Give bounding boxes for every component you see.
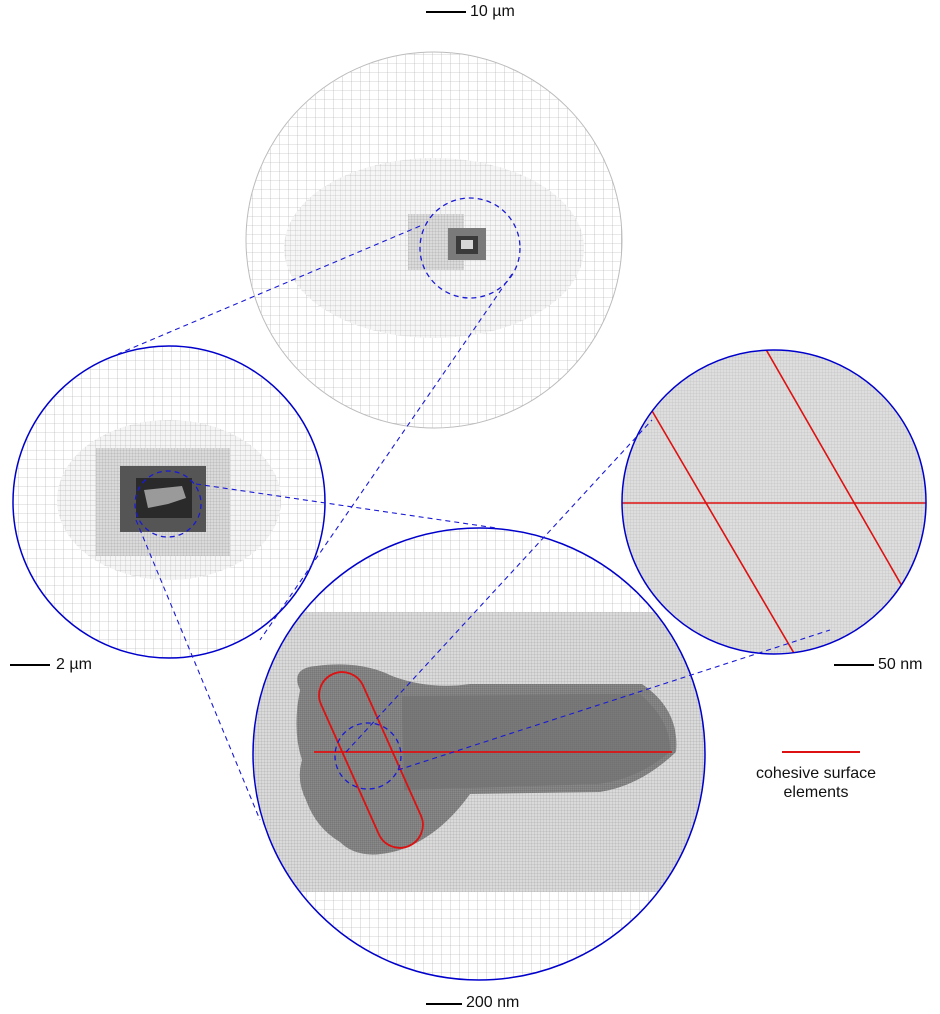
left-mesh-view xyxy=(13,346,325,658)
top-mesh-view xyxy=(246,52,622,428)
zoom-connectors xyxy=(117,225,831,821)
scale-label-top: 10 µm xyxy=(470,3,515,20)
top-circle-border xyxy=(245,51,623,429)
legend-label-line1: cohesive surface xyxy=(755,765,877,782)
cohesive-line xyxy=(763,350,911,601)
right-mesh-view xyxy=(622,350,926,654)
scale-label-right: 50 nm xyxy=(878,656,923,673)
scale-bar-left xyxy=(10,664,50,666)
right-circle-border xyxy=(621,349,927,655)
left-zoom-circle xyxy=(134,470,202,538)
scale-bar-right xyxy=(834,664,874,666)
scale-label-bottom: 200 nm xyxy=(466,994,520,1011)
cohesive-line xyxy=(647,403,799,654)
scale-bar-top xyxy=(426,11,466,13)
bottom-circle-border xyxy=(252,527,706,981)
legend-label-line2: elements xyxy=(783,784,849,801)
scale-label-left: 2 µm xyxy=(56,656,92,673)
legend-label: cohesive surface elements xyxy=(736,764,896,802)
cohesive-loop xyxy=(318,671,424,849)
bottom-zoom-circle xyxy=(334,722,402,790)
scale-bar-bottom xyxy=(426,1003,462,1005)
bottom-mesh-view xyxy=(253,528,705,980)
top-zoom-circle xyxy=(419,197,521,299)
left-circle-border xyxy=(12,345,326,659)
